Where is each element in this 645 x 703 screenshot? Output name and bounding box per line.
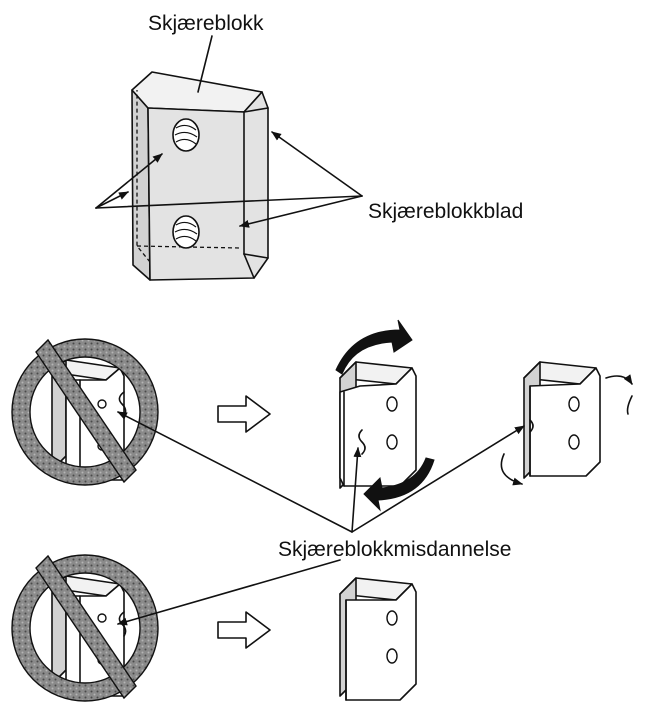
label-cutter-block-deformation: Skjæreblokkmisdannelse bbox=[278, 538, 511, 561]
prohibition-sign-icon-2 bbox=[11, 554, 159, 702]
threaded-hole-lower bbox=[172, 215, 200, 249]
rotated-cutter-block-front bbox=[339, 361, 417, 489]
hollow-right-arrow-icon-2 bbox=[217, 611, 271, 649]
leaders-cutter-block-blade bbox=[95, 131, 363, 228]
rotated-cutter-block-right bbox=[523, 361, 601, 479]
threaded-hole-upper bbox=[172, 118, 200, 152]
prohibition-sign-icon bbox=[11, 338, 159, 486]
replacement-cutter-block bbox=[339, 577, 417, 701]
main-cutter-block bbox=[131, 71, 269, 281]
label-cutter-block-blade: Skjæreblokkblad bbox=[368, 200, 523, 223]
curved-rotation-arrow-icon bbox=[335, 319, 435, 512]
leader-cutter-block bbox=[197, 35, 213, 93]
small-rotation-arrow-icon bbox=[500, 374, 633, 486]
hollow-right-arrow-icon bbox=[217, 395, 271, 433]
leaders-cutter-block-deformation bbox=[117, 411, 525, 626]
label-cutter-block: Skjæreblokk bbox=[148, 12, 264, 35]
